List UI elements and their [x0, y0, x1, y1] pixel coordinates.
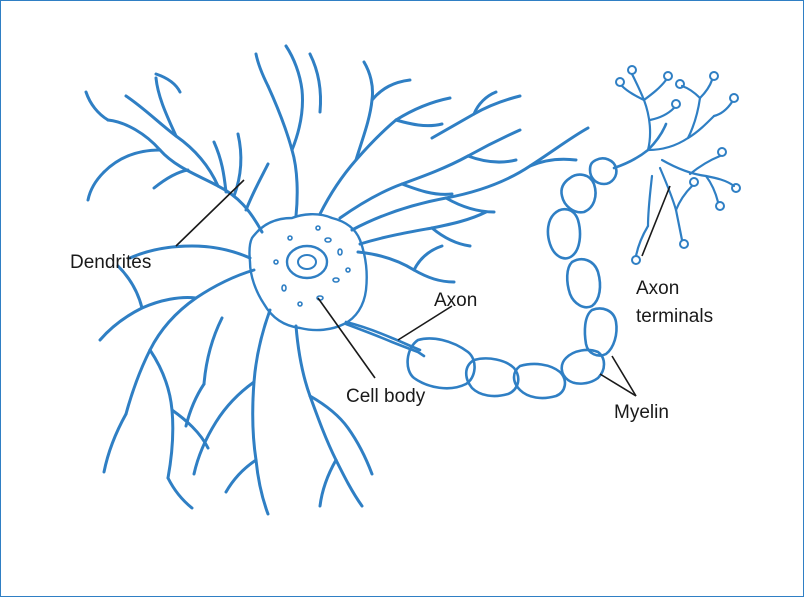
- leader-axon: [398, 306, 452, 340]
- organelles: [274, 226, 350, 306]
- leader-axon-terminals: [642, 186, 670, 256]
- nucleus: [287, 246, 327, 278]
- nucleolus: [298, 255, 316, 269]
- dendrites: [86, 46, 588, 514]
- label-axon-terminals-line2: terminals: [636, 306, 713, 327]
- axon-distal: [614, 124, 666, 168]
- label-axon: Axon: [434, 290, 477, 311]
- label-cell-body: Cell body: [346, 386, 426, 407]
- label-dendrites: Dendrites: [70, 252, 151, 273]
- label-axon-terminals-line1: Axon: [636, 278, 679, 299]
- leader-myelin-2: [612, 356, 636, 396]
- leader-dendrites: [176, 180, 244, 246]
- leader-cell-body: [318, 298, 375, 378]
- label-myelin: Myelin: [614, 402, 669, 423]
- axon: [346, 324, 424, 356]
- axon-hillock: [346, 322, 420, 350]
- leader-myelin-1: [600, 374, 636, 396]
